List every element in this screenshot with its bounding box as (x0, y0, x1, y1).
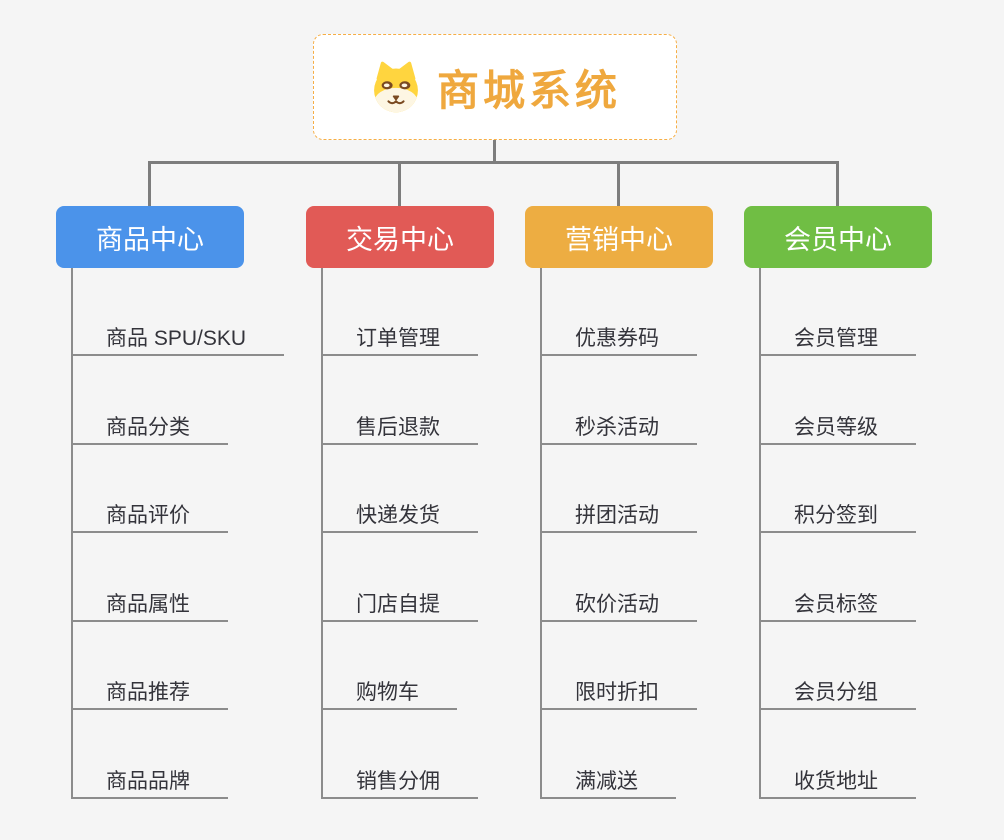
child-label: 订单管理 (356, 327, 440, 350)
child-node[interactable]: 商品品牌 (72, 767, 228, 799)
child-node[interactable]: 快递发货 (322, 501, 478, 533)
branch-children-connector (71, 268, 73, 799)
branch-children-connector (759, 268, 761, 799)
branch-node-trade[interactable]: 交易中心 (306, 206, 494, 268)
branch-column-member: 会员中心 会员管理 会员等级 积分签到 会员标签 会员分组 收货地址 (744, 206, 984, 840)
branch-children-connector (321, 268, 323, 799)
child-label: 会员分组 (794, 681, 878, 704)
doge-face-icon (374, 61, 418, 113)
branch-column-marketing: 营销中心 优惠券码 秒杀活动 拼团活动 砍价活动 限时折扣 满减送 (525, 206, 765, 840)
child-node[interactable]: 砍价活动 (541, 590, 697, 622)
child-node[interactable]: 商品 SPU/SKU (72, 324, 285, 356)
child-node[interactable]: 商品属性 (72, 590, 228, 622)
child-label: 限时折扣 (575, 681, 659, 704)
connector-drop-trade (398, 161, 401, 206)
branch-children-connector (540, 268, 542, 799)
branch-node-goods[interactable]: 商品中心 (56, 206, 244, 268)
branch-column-trade: 交易中心 订单管理 售后退款 快递发货 门店自提 购物车 销售分佣 (306, 206, 546, 840)
child-node[interactable]: 秒杀活动 (541, 413, 697, 445)
child-label: 购物车 (356, 681, 419, 704)
branch-label: 交易中心 (346, 224, 454, 255)
branch-node-member[interactable]: 会员中心 (744, 206, 932, 268)
branch-label: 商品中心 (96, 224, 204, 255)
child-label: 积分签到 (794, 504, 878, 527)
root-title: 商城系统 (436, 66, 621, 114)
branch-label: 营销中心 (565, 224, 673, 255)
child-label: 商品分类 (106, 416, 190, 439)
child-label: 砍价活动 (575, 593, 659, 616)
connector-drop-member (836, 161, 839, 206)
connector-drop-marketing (617, 161, 620, 206)
branch-node-marketing[interactable]: 营销中心 (525, 206, 713, 268)
child-label: 门店自提 (356, 593, 440, 616)
child-node[interactable]: 会员等级 (760, 413, 916, 445)
child-node[interactable]: 会员管理 (760, 324, 916, 356)
child-node[interactable]: 商品评价 (72, 501, 228, 533)
child-node[interactable]: 会员标签 (760, 590, 916, 622)
child-label: 收货地址 (794, 770, 878, 793)
child-node[interactable]: 订单管理 (322, 324, 478, 356)
child-label: 商品品牌 (106, 770, 190, 793)
child-node[interactable]: 会员分组 (760, 678, 916, 710)
child-node[interactable]: 商品推荐 (72, 678, 228, 710)
child-node[interactable]: 门店自提 (322, 590, 478, 622)
child-label: 会员标签 (794, 593, 878, 616)
connector-root-trunk (493, 140, 496, 164)
child-label: 商品属性 (106, 593, 190, 616)
child-label: 商品推荐 (106, 681, 190, 704)
child-label: 优惠券码 (575, 327, 659, 350)
child-label: 拼团活动 (575, 504, 659, 527)
child-node[interactable]: 满减送 (541, 767, 676, 799)
child-label: 快递发货 (356, 504, 440, 527)
child-node[interactable]: 购物车 (322, 678, 457, 710)
child-node[interactable]: 收货地址 (760, 767, 916, 799)
branch-column-goods: 商品中心 商品 SPU/SKU 商品分类 商品评价 商品属性 商品推荐 商品品牌 (56, 206, 296, 840)
child-label: 会员等级 (794, 416, 878, 439)
child-label: 会员管理 (794, 327, 878, 350)
child-label: 销售分佣 (356, 770, 440, 793)
child-node[interactable]: 拼团活动 (541, 501, 697, 533)
root-node[interactable]: 商城系统 (313, 34, 677, 140)
connector-horizontal-rail (149, 161, 839, 164)
child-label: 商品评价 (106, 504, 190, 527)
child-node[interactable]: 优惠券码 (541, 324, 697, 356)
connector-drop-goods (148, 161, 151, 206)
child-label: 商品 SPU/SKU (106, 327, 247, 350)
child-node[interactable]: 限时折扣 (541, 678, 697, 710)
child-node[interactable]: 商品分类 (72, 413, 228, 445)
child-node[interactable]: 售后退款 (322, 413, 478, 445)
child-label: 售后退款 (356, 416, 440, 439)
child-label: 秒杀活动 (575, 416, 659, 439)
child-label: 满减送 (575, 770, 638, 793)
child-node[interactable]: 销售分佣 (322, 767, 478, 799)
branch-label: 会员中心 (784, 224, 892, 255)
child-node[interactable]: 积分签到 (760, 501, 916, 533)
